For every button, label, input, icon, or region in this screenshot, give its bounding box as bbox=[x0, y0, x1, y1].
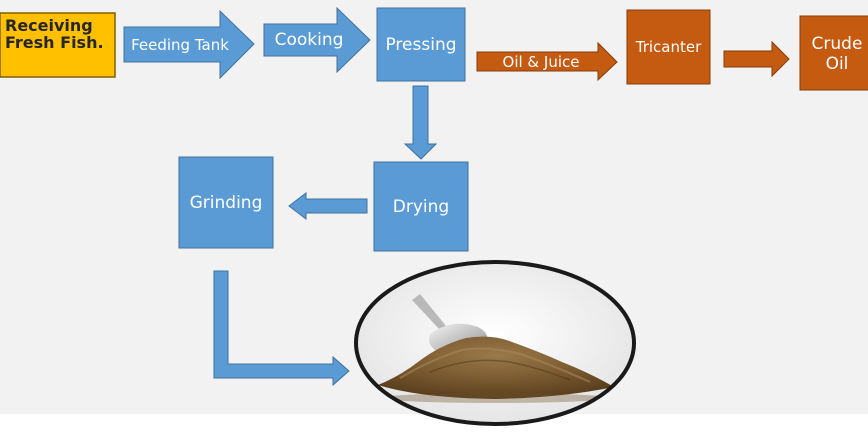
tricanter-box bbox=[626, 9, 711, 85]
grinding-to-product-arrow bbox=[213, 270, 350, 387]
crude-oil-box bbox=[799, 15, 868, 91]
cooking-arrow bbox=[263, 6, 371, 74]
receiving-box bbox=[0, 12, 116, 78]
drying-box bbox=[373, 161, 469, 252]
receiving-label: Receiving Fresh Fish. bbox=[5, 16, 104, 52]
fishmeal-pile-with-scoop-icon bbox=[354, 260, 636, 426]
drying-to-grinding-arrow bbox=[288, 191, 368, 221]
grinding-box bbox=[178, 156, 274, 249]
pressing-to-drying-arrow bbox=[403, 85, 438, 160]
oil-juice-arrow bbox=[476, 41, 618, 82]
to-crude-oil-arrow bbox=[723, 40, 790, 78]
feeding-tank-arrow bbox=[123, 9, 255, 80]
pressing-box bbox=[376, 7, 466, 82]
